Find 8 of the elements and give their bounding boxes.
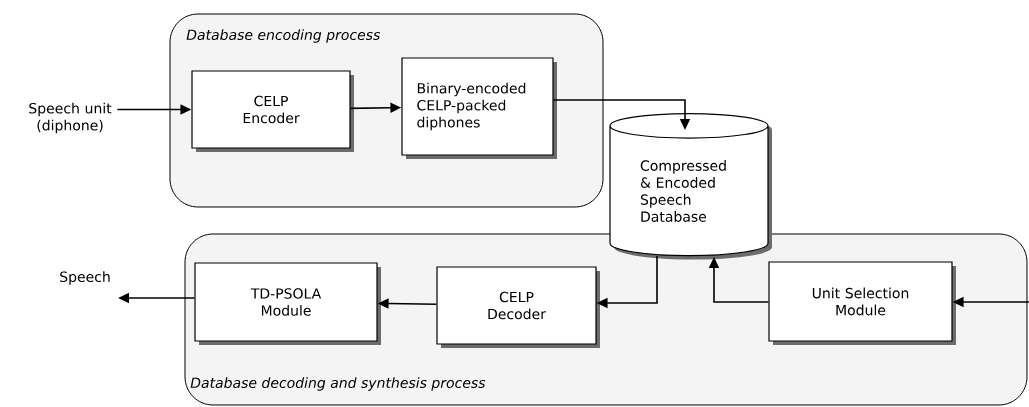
database-cylinder: Compressed & Encoded Speech Database: [609, 112, 772, 260]
process-box: CELP Decoder: [436, 266, 600, 348]
process-box: Binary-encoded CELP-packed diphones: [401, 57, 557, 159]
io-label: Speech: [60, 271, 110, 285]
io-label: Speech unit (diphone): [29, 102, 112, 134]
process-box: Unit Selection Module: [768, 261, 956, 345]
process-box: TD-PSOLA Module: [194, 262, 381, 345]
process-box: CELP Encoder: [191, 70, 354, 152]
